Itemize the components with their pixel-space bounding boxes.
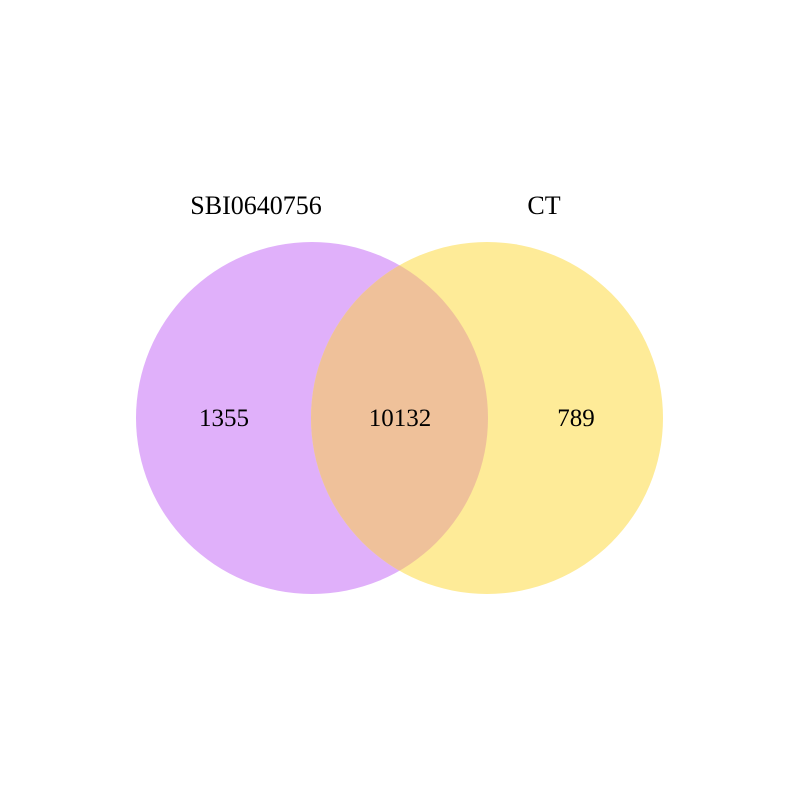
set-label-ct: CT [527,191,560,220]
count-intersection: 10132 [369,405,432,432]
set-label-sbi0640756: SBI0640756 [190,191,321,220]
count-sbi0640756-only: 1355 [199,405,249,432]
intersection-region [311,242,488,594]
count-ct-only: 789 [557,405,595,432]
